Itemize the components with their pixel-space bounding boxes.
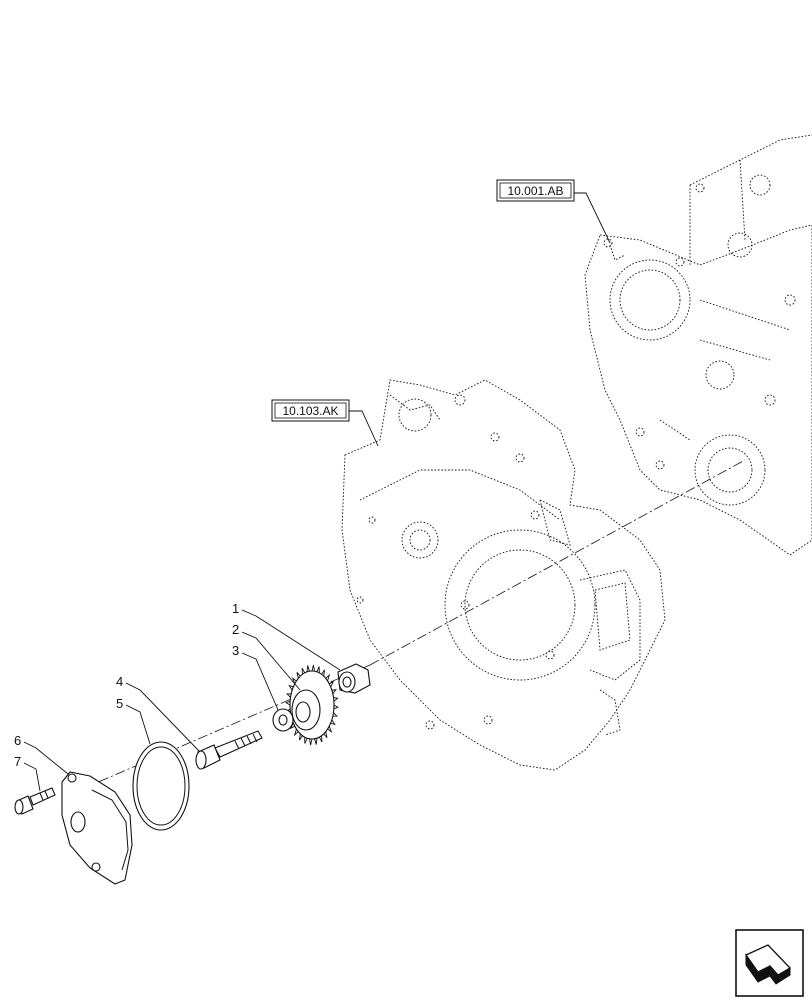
callout-number: 5 bbox=[116, 696, 123, 711]
gear-tooth bbox=[285, 700, 291, 706]
gear-tooth bbox=[304, 737, 308, 744]
callout-number: 4 bbox=[116, 674, 123, 689]
part-shoulder-bolt bbox=[195, 730, 263, 770]
callout-number: 3 bbox=[232, 643, 239, 658]
gear-tooth bbox=[306, 665, 310, 672]
callout-3[interactable]: 3 bbox=[232, 643, 279, 711]
part-bushing bbox=[337, 663, 371, 694]
part-idler-gear bbox=[285, 664, 339, 746]
callout-4[interactable]: 4 bbox=[116, 674, 201, 753]
reference-10-001-ab[interactable]: 10.001.AB bbox=[496, 179, 611, 244]
gear-tooth bbox=[314, 738, 318, 745]
callout-5[interactable]: 5 bbox=[116, 696, 151, 745]
callout-6[interactable]: 6 bbox=[14, 733, 69, 775]
callout-number: 6 bbox=[14, 733, 21, 748]
reference-label: 10.103.AK bbox=[282, 404, 338, 418]
callout-7[interactable]: 7 bbox=[14, 754, 41, 792]
callout-number: 7 bbox=[14, 754, 21, 769]
gear-tooth bbox=[333, 696, 339, 702]
flywheel-housing-illustration bbox=[341, 379, 666, 771]
part-washer bbox=[272, 708, 294, 732]
reference-10-103-ak[interactable]: 10.103.AK bbox=[271, 399, 379, 447]
callout-1[interactable]: 1 bbox=[232, 601, 341, 671]
part-flange-bolt bbox=[14, 787, 56, 815]
gear-tooth bbox=[316, 666, 320, 673]
callout-2[interactable]: 2 bbox=[232, 622, 301, 691]
gear-tooth bbox=[309, 738, 313, 746]
callout-number: 2 bbox=[232, 622, 239, 637]
gear-tooth bbox=[333, 704, 339, 710]
part-o-ring bbox=[132, 741, 190, 831]
part-cover-plate bbox=[61, 771, 133, 885]
engine-block-illustration bbox=[584, 134, 812, 556]
reference-label: 10.001.AB bbox=[507, 184, 563, 198]
next-page-arrow-icon[interactable] bbox=[735, 929, 804, 997]
callout-number: 1 bbox=[232, 601, 239, 616]
gear-tooth bbox=[311, 664, 315, 672]
